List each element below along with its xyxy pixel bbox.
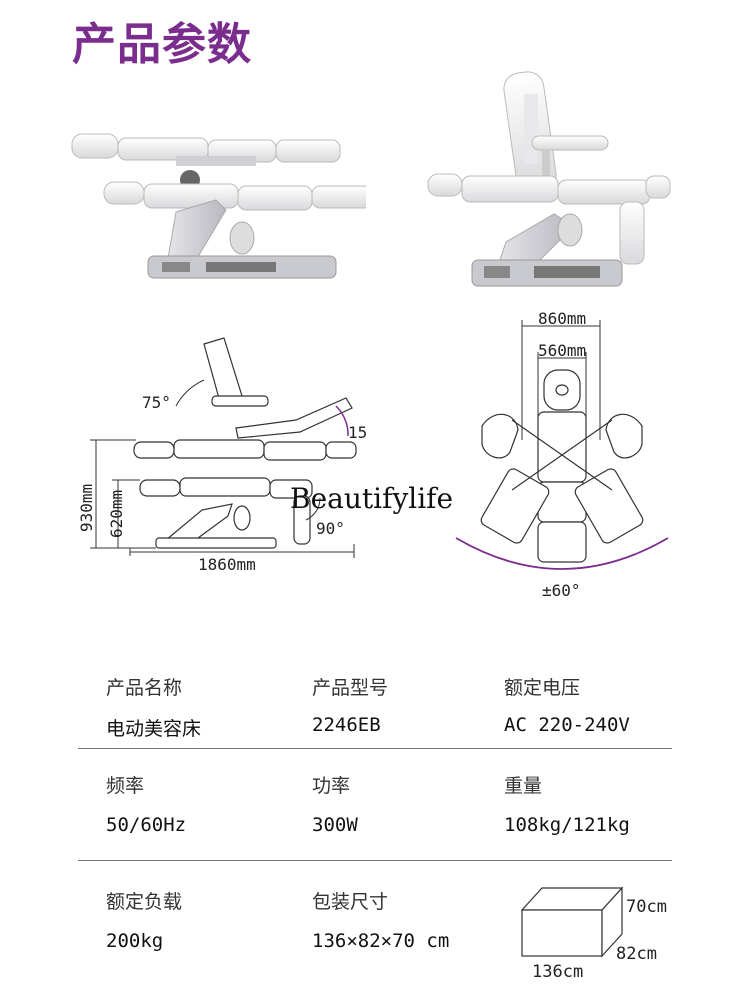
rated-load-value: 200kg xyxy=(106,930,164,952)
package-size-value: 136×82×70 cm xyxy=(312,930,450,952)
divider xyxy=(78,748,672,749)
page-title: 产品参数 xyxy=(72,19,252,70)
box-depth-label: 82cm xyxy=(616,944,657,964)
power-value: 300W xyxy=(312,814,358,836)
model-value: 2246EB xyxy=(312,714,381,736)
width-body-label: 560mm xyxy=(538,341,586,360)
weight-label: 重量 xyxy=(504,775,543,797)
product-name-label: 产品名称 xyxy=(106,677,183,699)
side-dimension-diagram: 75° 15° 90° 1860mm 930mm 620mm xyxy=(77,337,366,574)
rotation-label: ±60° xyxy=(542,581,581,600)
height-max-label: 930mm xyxy=(77,484,96,532)
top-dimension-diagram: 860mm 560mm ±60° xyxy=(455,309,669,600)
bed-photo-chair xyxy=(427,71,671,287)
width-arms-label: 860mm xyxy=(538,309,586,328)
frequency-label: 频率 xyxy=(106,775,145,797)
angle-leg-label: 15° xyxy=(348,423,366,442)
angle-back-label: 75° xyxy=(142,393,171,412)
length-label: 1860mm xyxy=(198,555,256,574)
frequency-value: 50/60Hz xyxy=(106,814,187,836)
bed-photo-flat xyxy=(71,133,366,279)
package-box-diagram xyxy=(520,886,624,958)
box-height-label: 70cm xyxy=(626,897,667,917)
weight-value: 108kg/121kg xyxy=(504,814,630,836)
watermark-text: Beautifylife xyxy=(290,482,454,515)
rated-load-label: 额定负载 xyxy=(106,891,183,913)
product-name-value: 电动美容床 xyxy=(106,718,202,740)
angle-foot-label: 90° xyxy=(316,519,345,538)
package-size-label: 包装尺寸 xyxy=(312,891,389,913)
divider xyxy=(78,860,672,861)
power-label: 功率 xyxy=(312,775,351,797)
voltage-label: 额定电压 xyxy=(504,677,581,699)
box-length-label: 136cm xyxy=(532,962,584,982)
model-label: 产品型号 xyxy=(312,677,389,699)
voltage-value: AC 220-240V xyxy=(504,714,630,736)
height-min-label: 620mm xyxy=(107,490,126,538)
